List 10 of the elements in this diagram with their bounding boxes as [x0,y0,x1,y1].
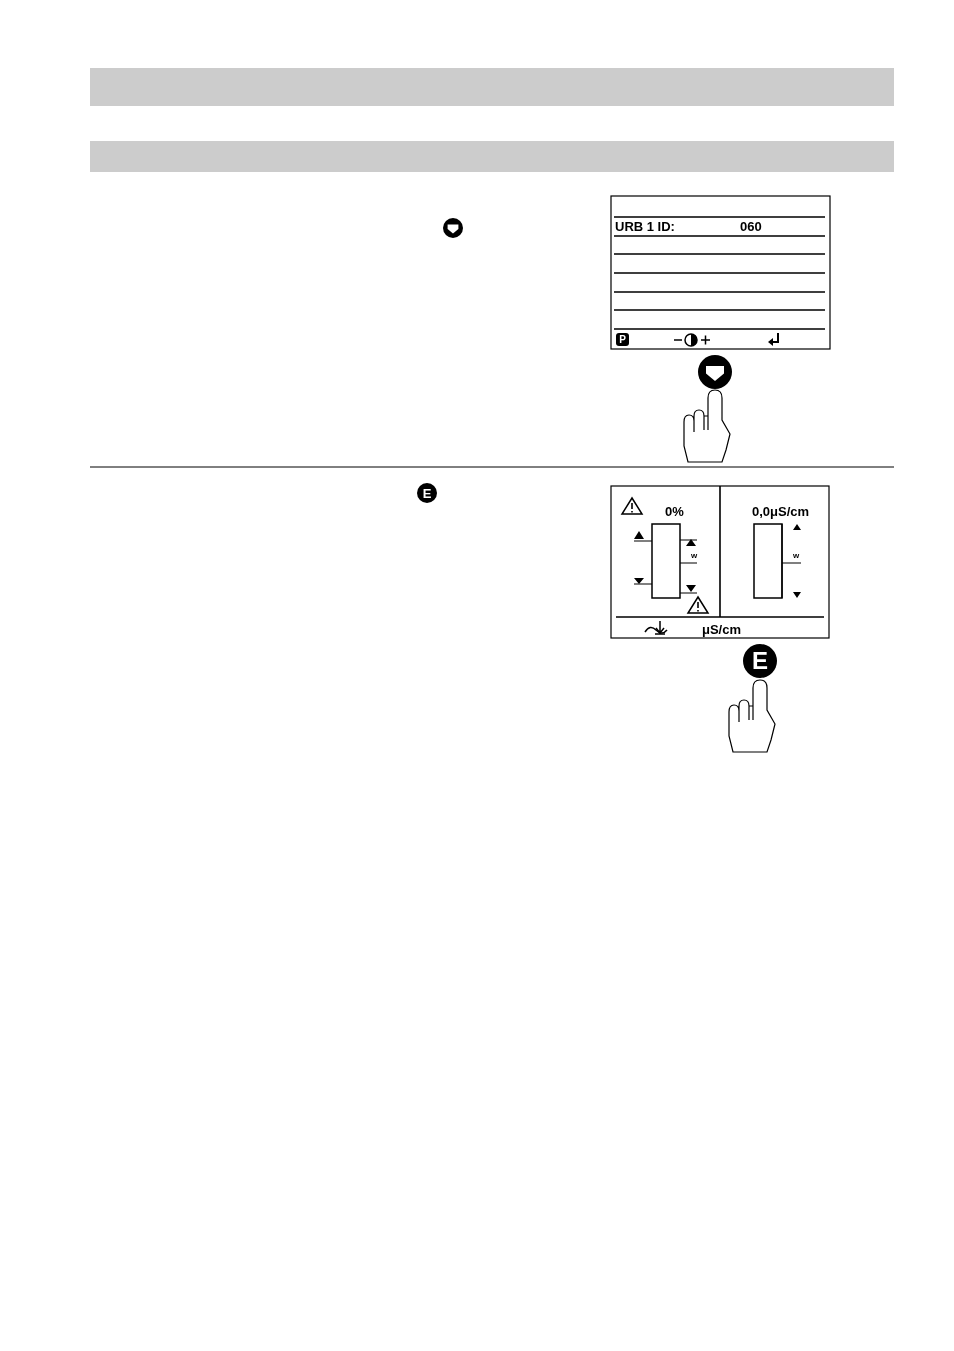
screen-text: URB 1 ID: [615,220,675,233]
conductivity-value: 0,0μS/cm [752,505,810,518]
unit-label: μS/cm [702,623,742,636]
screen-value: 060 [740,220,762,233]
e-key: E [743,644,777,678]
setpoint-label: w [691,552,698,560]
e-key: E [417,483,437,503]
percent-value: 0% [665,505,684,518]
p-key-icon: P [616,333,629,346]
setpoint-label: w [793,552,800,560]
